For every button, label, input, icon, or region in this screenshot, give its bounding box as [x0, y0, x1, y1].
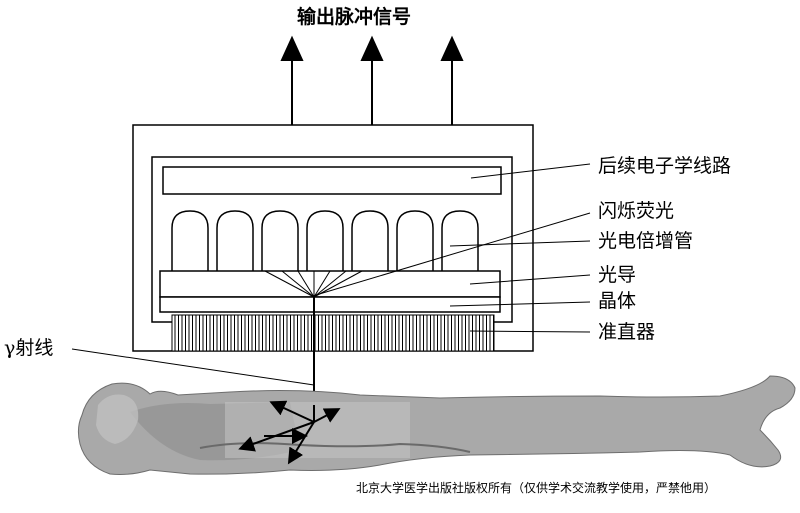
label-lightguide: 光导 [598, 264, 637, 286]
collimator [171, 314, 495, 352]
copyright-footer: 北京大学医学出版社版权所有（仅供学术交流教学使用，严禁他用） [356, 481, 717, 495]
pmt-tube [171, 210, 209, 271]
label-pmt: 光电倍增管 [598, 230, 694, 252]
patient-body [77, 375, 796, 475]
label-electronics: 后续电子学线路 [598, 155, 732, 177]
crystal [159, 296, 501, 313]
pmt-tube [306, 210, 344, 271]
label-scintillation: 闪烁荧光 [598, 200, 675, 222]
gamma-scatter-arrows [238, 400, 341, 465]
pmt-tube [441, 210, 479, 271]
leader-lines [71, 163, 591, 386]
scintillation-rays [264, 270, 363, 298]
electronics-bar [162, 166, 502, 195]
output-signal-title: 输出脉冲信号 [297, 6, 412, 28]
pmt-array [171, 210, 479, 271]
output-arrows [280, 35, 464, 125]
label-crystal: 晶体 [598, 290, 637, 312]
pmt-tube [261, 210, 299, 271]
pmt-tube [216, 210, 254, 271]
pmt-tube [351, 210, 389, 271]
label-gamma-ray: γ射线 [4, 337, 54, 359]
pmt-tube [396, 210, 434, 271]
label-collimator: 准直器 [598, 321, 656, 343]
